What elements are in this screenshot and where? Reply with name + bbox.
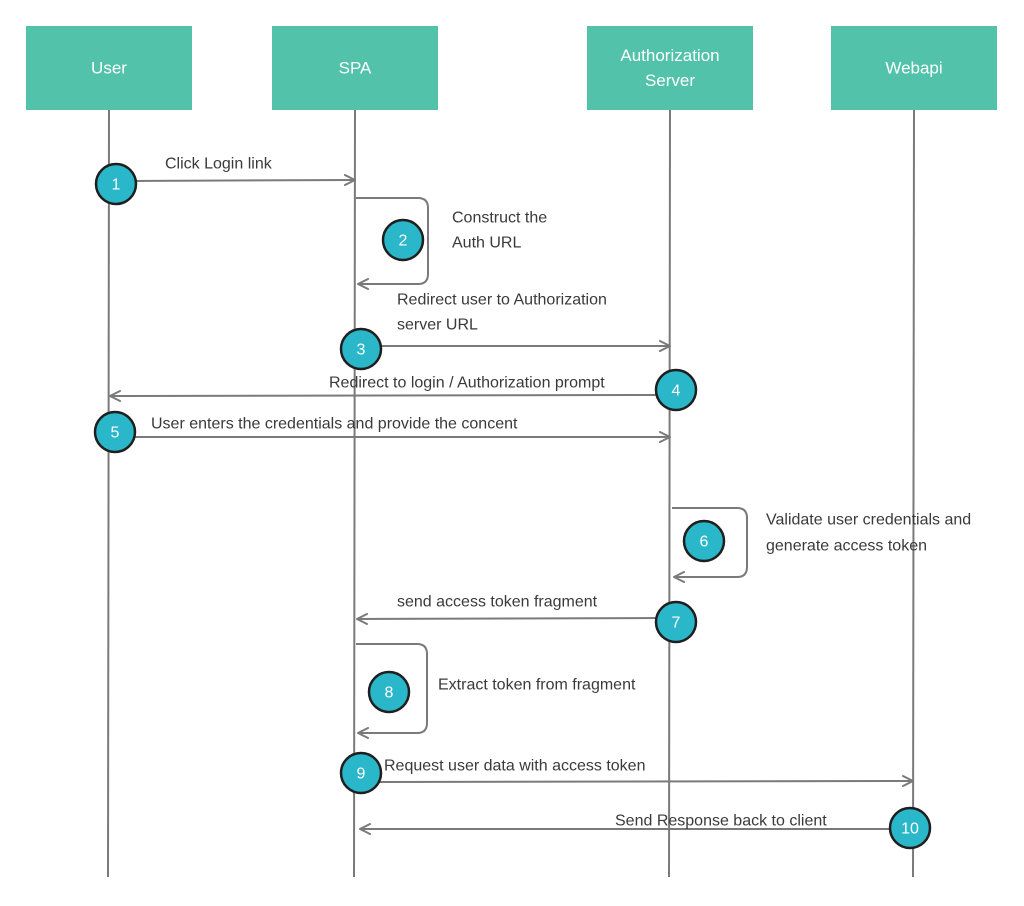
- step-10-label: Send Response back to client: [615, 813, 827, 830]
- step-1-label: Click Login link: [165, 156, 273, 173]
- step-9-label: Request user data with access token: [384, 758, 645, 775]
- participant-auth-box: [587, 26, 753, 110]
- arrow-step-4: [109, 389, 663, 402]
- step-8-label: Extract token from fragment: [438, 677, 636, 694]
- step-6-number: 6: [700, 534, 709, 551]
- step-6-label: generate access token: [766, 538, 927, 555]
- step-3-label: Redirect user to Authorization: [397, 292, 607, 309]
- step-4-number: 4: [672, 383, 681, 400]
- step-4-badge: [654, 368, 698, 412]
- step-3-label: server URL: [397, 317, 478, 334]
- step-2-label: Auth URL: [452, 235, 521, 252]
- step-5-badge: [93, 410, 137, 454]
- arrow-step-9: [374, 775, 914, 788]
- participant-webapi-box: [831, 26, 997, 110]
- step-3-badge: [339, 327, 383, 371]
- step-2-label: Construct the: [452, 210, 547, 227]
- step-10-badge: [888, 806, 932, 850]
- lifeline-auth: [668, 109, 671, 878]
- participant-user-box: [26, 26, 192, 110]
- step-7-label: send access token fragment: [397, 594, 598, 611]
- lifeline-user: [107, 109, 110, 878]
- step-5-number: 5: [111, 425, 120, 442]
- arrow-step-2: [356, 197, 429, 290]
- step-1-badge: [94, 162, 138, 206]
- arrow-step-8: [356, 643, 428, 739]
- arrow-step-7: [356, 612, 661, 625]
- arrow-step-6: [672, 507, 748, 583]
- step-8-number: 8: [385, 685, 394, 702]
- lifeline-spa: [353, 109, 356, 878]
- step-2-number: 2: [399, 233, 408, 250]
- step-6-badge: [682, 519, 726, 563]
- participant-spa-box: [272, 26, 438, 110]
- arrow-step-1: [120, 174, 356, 187]
- participant-spa-label: SPA: [339, 59, 372, 78]
- step-8-badge: [367, 670, 411, 714]
- participant-user-label: User: [91, 59, 127, 78]
- step-6-label: Validate user credentials and: [766, 512, 971, 529]
- lifeline-webapi: [912, 109, 915, 878]
- step-7-badge: [654, 600, 698, 644]
- participant-webapi-label: Webapi: [885, 59, 942, 78]
- step-7-number: 7: [672, 615, 681, 632]
- participant-auth-label: Server: [645, 71, 695, 90]
- step-10-number: 10: [901, 821, 919, 838]
- step-3-number: 3: [357, 342, 366, 359]
- step-1-number: 1: [112, 177, 121, 194]
- step-9-number: 9: [357, 766, 366, 783]
- step-2-badge: [381, 218, 425, 262]
- step-5-label: User enters the credentials and provide …: [151, 416, 518, 433]
- step-4-label: Redirect to login / Authorization prompt: [329, 375, 605, 392]
- step-9-badge: [339, 751, 383, 795]
- participant-auth-label: Authorization: [620, 46, 719, 65]
